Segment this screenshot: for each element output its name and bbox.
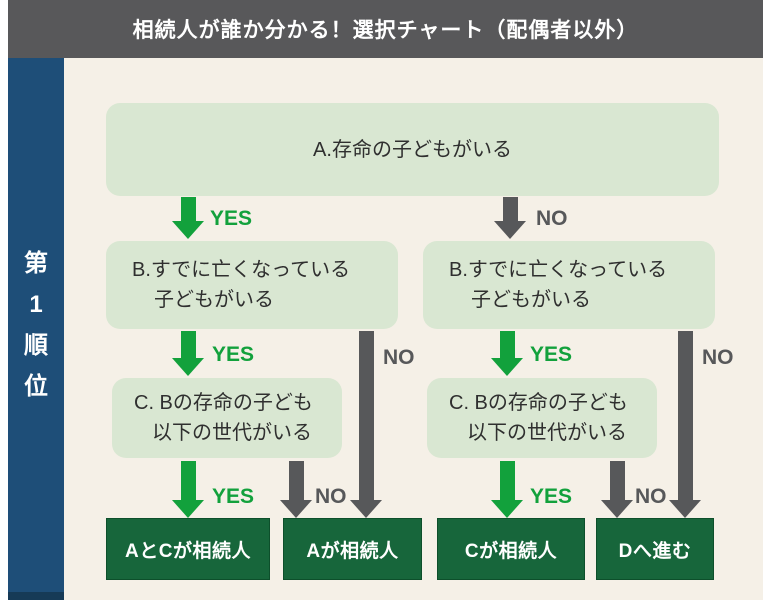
node-b-left: B.すでに亡くなっている 子どもがいる xyxy=(106,241,398,329)
node-c-left-line1: C. Bの存命の子ども xyxy=(134,392,313,414)
title-bar: 相続人が誰か分かる！選択チャート（配偶者以外） xyxy=(8,0,763,58)
arrow-b-right-yes-icon xyxy=(491,331,523,376)
label-b-right-yes: YES xyxy=(530,343,573,366)
node-a: A.存命の子どもがいる xyxy=(106,103,719,196)
result-c-label: Cが相続人 xyxy=(464,540,558,562)
result-a-heir: Aが相続人 xyxy=(283,518,422,580)
node-c-right-line2: 以下の世代がいる xyxy=(467,422,627,444)
label-c-right-yes: YES xyxy=(530,485,573,508)
arrow-c-right-no-icon xyxy=(601,461,633,518)
rank-sidebar: 第 1 順 位 xyxy=(8,58,64,592)
node-b-right-line2: 子どもがいる xyxy=(471,289,591,311)
sidebar-bottom-cap xyxy=(8,592,64,600)
result-a-and-c-heirs: AとCが相続人 xyxy=(106,518,270,580)
node-a-text: A.存命の子どもがいる xyxy=(313,138,512,161)
node-b-left-line1: B.すでに亡くなっている xyxy=(132,259,351,281)
label-a-no: NO xyxy=(536,207,568,230)
arrow-a-no-icon xyxy=(494,197,526,239)
node-b-left-line2: 子どもがいる xyxy=(154,289,274,311)
arrow-b-left-yes-icon xyxy=(172,331,204,376)
label-a-yes: YES xyxy=(210,207,253,230)
rank-char-2: 1 xyxy=(29,290,43,318)
node-c-left: C. Bの存命の子ども 以下の世代がいる xyxy=(112,378,342,458)
node-b-right-line1: B.すでに亡くなっている xyxy=(449,259,668,281)
label-c-left-yes: YES xyxy=(212,485,255,508)
page-title: 相続人が誰か分かる！選択チャート（配偶者以外） xyxy=(132,19,639,42)
arrow-b-left-no-long-icon xyxy=(350,331,382,518)
node-c-right: C. Bの存命の子ども 以下の世代がいる xyxy=(427,378,657,458)
arrow-a-yes-icon xyxy=(172,197,204,239)
label-c-left-no: NO xyxy=(315,485,347,508)
result-c-heir: Cが相続人 xyxy=(437,518,585,580)
node-c-left-line2: 以下の世代がいる xyxy=(152,422,312,444)
arrow-b-right-no-long-icon xyxy=(669,331,701,518)
label-b-left-no: NO xyxy=(383,346,415,369)
label-b-right-no: NO xyxy=(702,346,734,369)
node-c-right-line1: C. Bの存命の子ども xyxy=(449,392,628,414)
arrow-c-left-yes-icon xyxy=(172,461,204,518)
rank-char-1: 第 xyxy=(24,249,48,277)
rank-char-4: 位 xyxy=(24,372,48,400)
arrow-c-right-yes-icon xyxy=(491,461,523,518)
result-a-label: Aが相続人 xyxy=(306,540,399,562)
arrow-c-left-no-icon xyxy=(280,461,312,518)
result-d-label: Dへ進む xyxy=(618,540,692,562)
node-b-right: B.すでに亡くなっている 子どもがいる xyxy=(423,241,715,329)
label-b-left-yes: YES xyxy=(212,343,255,366)
rank-char-3: 順 xyxy=(24,331,48,359)
result-go-to-d: Dへ進む xyxy=(596,518,714,580)
label-c-right-no: NO xyxy=(635,485,667,508)
result-a-and-c-label: AとCが相続人 xyxy=(125,540,251,562)
